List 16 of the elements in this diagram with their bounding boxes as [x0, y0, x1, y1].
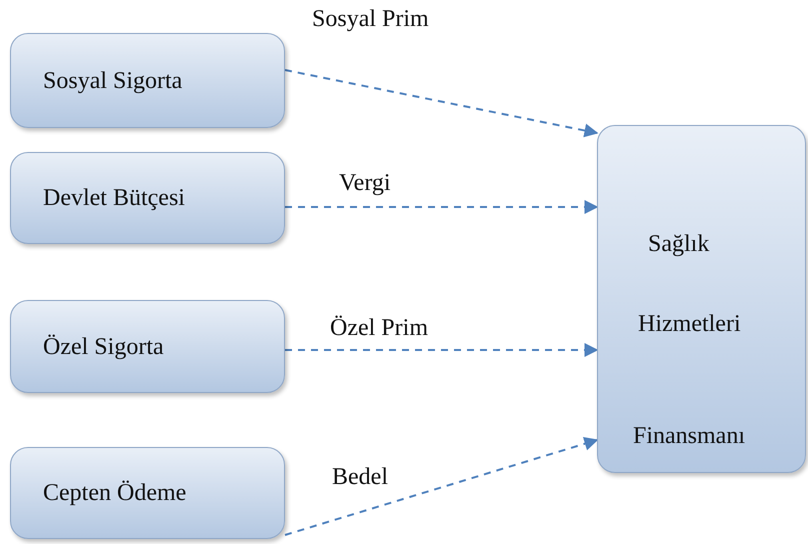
box-text: Sosyal Sigorta: [43, 66, 182, 96]
rounded-box: [597, 125, 806, 473]
dashed-arrow: [285, 343, 598, 357]
box-text: Cepten Ödeme: [43, 479, 186, 508]
dashed-arrow: [284, 436, 598, 536]
box-text: Devlet Bütçesi: [43, 184, 185, 213]
rounded-box: [10, 33, 285, 128]
box-text: Özel Sigorta: [43, 332, 164, 362]
dashed-arrow: [284, 69, 598, 138]
dashed-arrow: [285, 200, 598, 214]
box-text: Sağlık: [648, 230, 710, 259]
box-text: Hizmetleri: [638, 310, 741, 339]
rounded-box: [10, 300, 285, 393]
rounded-box: [10, 152, 285, 244]
box-text: Finansmanı: [633, 422, 745, 451]
rounded-box: [10, 447, 285, 539]
